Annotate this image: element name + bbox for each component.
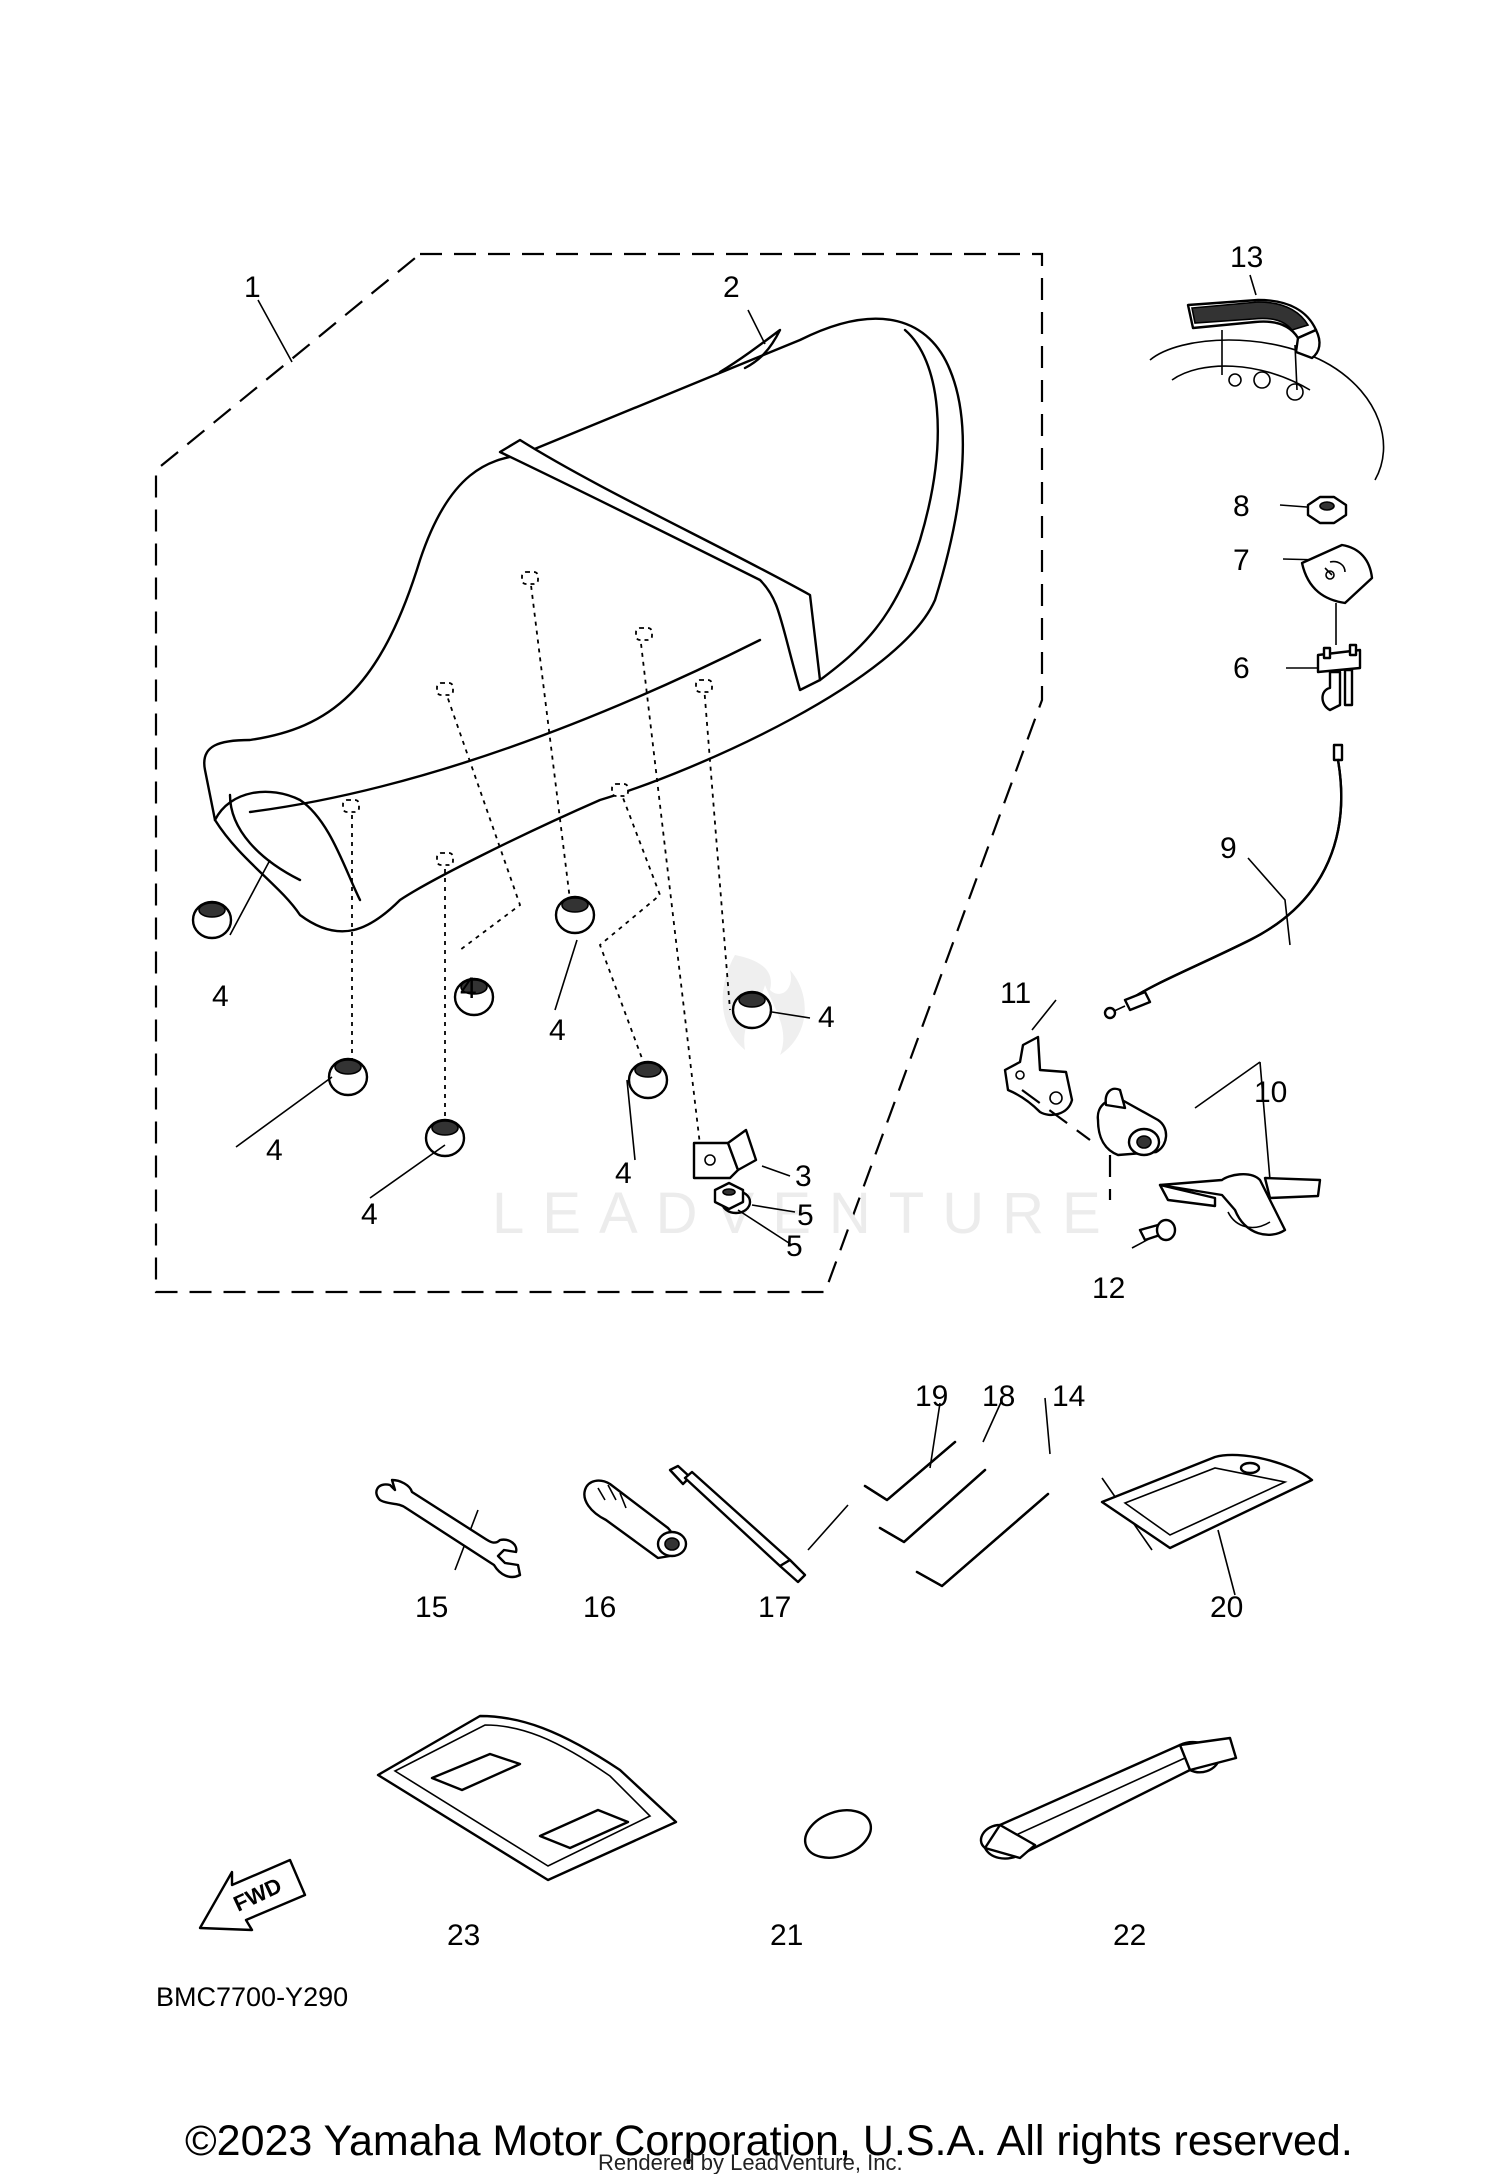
seat-strap: [498, 438, 822, 692]
callout-11: 11: [1000, 977, 1031, 1010]
seat-illustration: [203, 317, 965, 1146]
wrench-icon: [375, 1478, 522, 1579]
damper-icon: [627, 1060, 669, 1100]
callout-13: 13: [1230, 241, 1263, 274]
watermark: LEADVENTURE: [492, 955, 1119, 1246]
callout-6: 6: [1233, 652, 1250, 685]
callout-4: 4: [266, 1134, 283, 1167]
diagram-code: BMC7700-Y290: [156, 1982, 348, 2012]
damper-icon: [453, 977, 495, 1017]
tool-bag-icon: [1100, 1453, 1314, 1550]
callout-2: 2: [723, 271, 740, 304]
o-ring-icon: [803, 1809, 873, 1859]
callout-17: 17: [758, 1591, 791, 1624]
callout-23: 23: [447, 1919, 480, 1952]
callout-4: 4: [460, 972, 477, 1005]
latch-plate-icon: [1300, 543, 1374, 605]
callout-14: 14: [1052, 1380, 1085, 1413]
socket-wrench-icon: [583, 1479, 688, 1560]
damper-icon: [554, 895, 596, 935]
mount-points: [342, 571, 713, 866]
screw-icon: [1138, 1218, 1177, 1242]
seat-front-contour: [213, 790, 362, 902]
callout-10: 10: [1254, 1076, 1287, 1109]
seat-rear-edge: [818, 328, 939, 682]
nut-icon: [1306, 495, 1348, 525]
damper-parts: [191, 895, 773, 1158]
callout-4: 4: [361, 1198, 378, 1231]
callout-5: 5: [786, 1230, 803, 1263]
damper-icon: [327, 1057, 369, 1097]
screwdriver-icon: [668, 1464, 807, 1584]
damper-icon: [191, 900, 233, 940]
callout-4: 4: [549, 1014, 566, 1047]
seat-latch-icon: [1316, 643, 1362, 712]
callout-8: 8: [1233, 490, 1250, 523]
callout-9: 9: [1220, 832, 1237, 865]
damper-icon: [424, 1118, 466, 1158]
seat-body: [203, 317, 965, 933]
callout-3: 3: [795, 1160, 812, 1193]
callout-5: 5: [797, 1199, 814, 1232]
hex-key-icon: [878, 1468, 987, 1544]
fwd-arrow-icon: FWD: [198, 1858, 307, 1932]
callout-19: 19: [915, 1380, 948, 1413]
rendered-by-text: Rendered by LeadVenture, Inc.: [598, 2150, 903, 2174]
callout-12: 12: [1092, 1272, 1125, 1305]
copyright-text: ©2023 Yamaha Motor Corporation, U.S.A. A…: [185, 2117, 1353, 2165]
key-icon: [1158, 1173, 1322, 1237]
callout-21: 21: [770, 1919, 803, 1952]
battery-strap-icon: [979, 1736, 1238, 1860]
callout-7: 7: [1233, 544, 1250, 577]
mount-guide-lines: [351, 576, 731, 1146]
callout-20: 20: [1210, 1591, 1243, 1624]
watermark-flame-icon: [722, 955, 805, 1055]
seat-lock-cable-icon: [1103, 743, 1344, 1020]
seat-bracket-icon: [692, 1128, 758, 1180]
owners-manual-icon: [376, 1714, 678, 1882]
lock-bracket-icon: [1003, 1035, 1074, 1116]
hex-key-icon: [863, 1440, 957, 1502]
watermark-text: LEADVENTURE: [492, 1181, 1119, 1246]
seat-side-line: [248, 638, 762, 814]
lock-guide-line: [1021, 1089, 1091, 1141]
callout-15: 15: [415, 1591, 448, 1624]
callout-4: 4: [615, 1157, 632, 1190]
seat-assembly-boundary: [154, 252, 1044, 1294]
callout-22: 22: [1113, 1919, 1146, 1952]
seat-front-hook: [228, 793, 302, 882]
seat-tip-mark: [718, 328, 782, 374]
nut-icon: [713, 1181, 745, 1211]
callout-16: 16: [583, 1591, 616, 1624]
hex-key-icon: [915, 1492, 1050, 1588]
callout-1: 1: [244, 271, 261, 304]
seat-cover-strip-icon: [1149, 298, 1385, 481]
callout-4: 4: [818, 1001, 835, 1034]
callout-4: 4: [212, 980, 229, 1013]
damper-icon: [731, 990, 773, 1030]
callout-18: 18: [982, 1380, 1015, 1413]
seat-lock-icon: [1096, 1087, 1168, 1157]
